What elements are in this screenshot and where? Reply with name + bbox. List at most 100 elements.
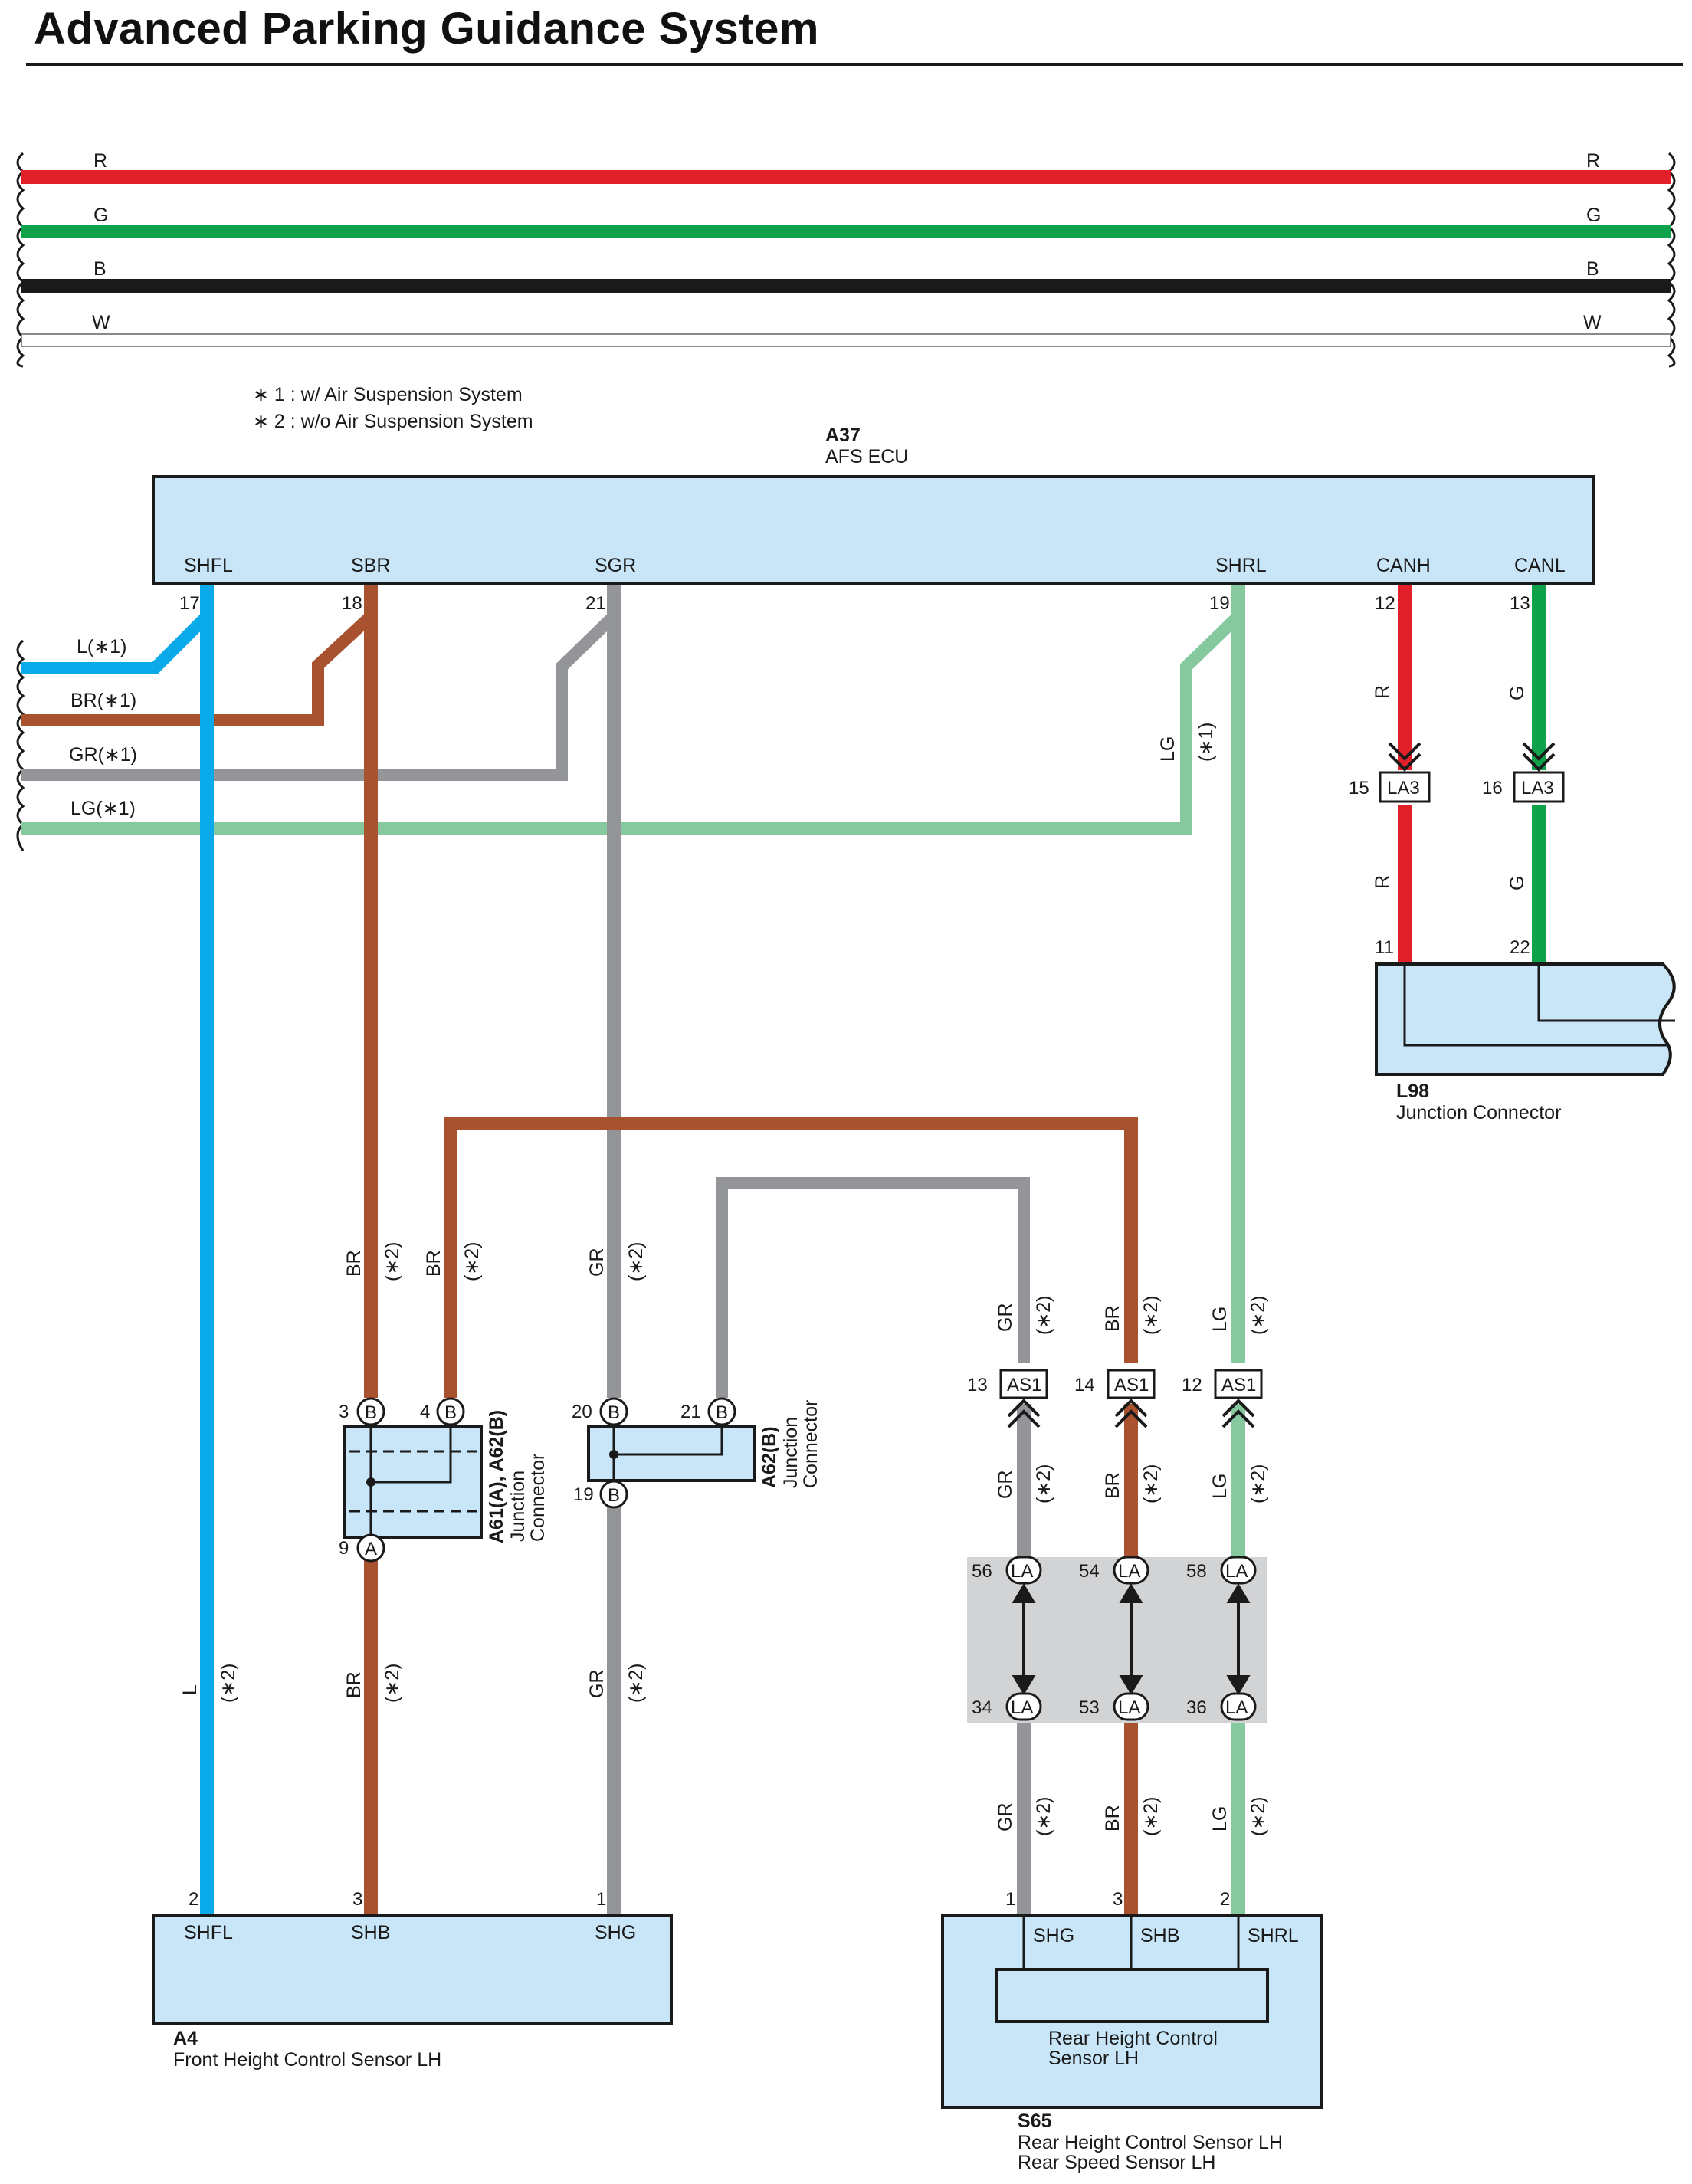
la-53-name: LA: [1118, 1697, 1140, 1718]
a37-term-canh: CANH: [1376, 555, 1431, 576]
label-g-canl-2: G: [1507, 876, 1528, 890]
s65-name: Rear Height Control Sensor LH: [1018, 2132, 1283, 2153]
a62-pin-21-letter: B: [716, 1402, 728, 1423]
label-star2-br-as1-top: (∗2): [1140, 1295, 1162, 1335]
a62-pin-19-letter: B: [608, 1485, 620, 1506]
a61-line2: Junction: [507, 1471, 529, 1542]
label-star2-sbr-lower: (∗2): [382, 1663, 403, 1703]
a4-code: A4: [173, 2028, 198, 2049]
label-star2-lg-as1-bottom: (∗2): [1248, 1464, 1269, 1504]
a37-name: AFS ECU: [825, 446, 908, 467]
label-star2-sgr-lower: (∗2): [625, 1663, 647, 1703]
label-star2-lg-la-s65: (∗2): [1248, 1796, 1269, 1836]
bus-label-g-left: G: [93, 205, 108, 226]
a37-afs-ecu: A37 AFS ECU SHFL SBR SGR SHRL CANH CANL …: [152, 425, 1595, 614]
s65-rear-height-sensor: 1 3 2 SHG SHB SHRL Rear Height Control S…: [941, 1889, 1323, 2173]
as1-lg-pin: 12: [1182, 1375, 1202, 1395]
a37-term-shrl: SHRL: [1215, 555, 1267, 576]
la3-canl-pin: 16: [1482, 778, 1503, 799]
wire-lg-left-stub: [21, 612, 1243, 835]
as1-br-name: AS1: [1114, 1375, 1149, 1395]
a37-code: A37: [825, 425, 861, 446]
a4-pin-1: 1: [596, 1889, 606, 1910]
l98-pin-22: 22: [1510, 937, 1530, 958]
l98-code: L98: [1396, 1081, 1429, 1102]
a61-pin-3-circle: [356, 1397, 385, 1426]
left-stub-break-marks: [16, 639, 25, 851]
label-star2-lg-as1-top: (∗2): [1248, 1295, 1269, 1335]
la3-connector-canl: LA3 16: [1482, 742, 1565, 803]
bus-label-w-left: W: [92, 312, 110, 333]
label-r-canh-2: R: [1372, 875, 1393, 889]
a61-pin-4-letter: B: [444, 1402, 457, 1423]
page-title: Advanced Parking Guidance System: [34, 4, 819, 54]
stub-label-br: BR(∗1): [70, 690, 136, 711]
label-star2-gr-as1-bottom: (∗2): [1033, 1464, 1054, 1504]
a4-term-shg: SHG: [595, 1922, 636, 1943]
s65-term-shb: SHB: [1140, 1925, 1179, 1946]
a61-pin-4-circle: [436, 1397, 465, 1426]
note-1: ∗ 1 : w/ Air Suspension System: [253, 384, 523, 405]
label-star2-br-la-s65: (∗2): [1140, 1796, 1162, 1836]
s65-code: S65: [1018, 2110, 1052, 2132]
a61-code: A61(A), A62(B): [486, 1410, 507, 1543]
s65-term-shg: SHG: [1033, 1925, 1074, 1946]
l98-name: Junction Connector: [1396, 1102, 1561, 1123]
a62-pin-20-letter: B: [608, 1402, 620, 1423]
a61-pin-9: 9: [339, 1538, 349, 1559]
label-lg-la-s65: LG: [1209, 1806, 1231, 1831]
la-36-name: LA: [1225, 1697, 1248, 1718]
a61-pin-4: 4: [420, 1402, 430, 1422]
bus-label-b-left: B: [93, 258, 107, 280]
label-star2-gr-la-s65: (∗2): [1033, 1796, 1054, 1836]
label-br-as1-top: BR: [1102, 1305, 1123, 1332]
a37-term-sbr: SBR: [351, 555, 390, 576]
a37-pin-19: 19: [1209, 593, 1230, 614]
la-54-name: LA: [1118, 1561, 1140, 1582]
la-56-pin: 56: [972, 1561, 992, 1582]
as1-br-pin: 14: [1074, 1375, 1095, 1395]
as1-connector-gr: AS1 13: [967, 1369, 1048, 1428]
label-lg-shrl: LG: [1157, 736, 1179, 762]
as1-gr-pin: 13: [967, 1375, 988, 1395]
label-gr-as1-top: GR: [995, 1304, 1016, 1333]
a37-pin-12: 12: [1375, 593, 1395, 614]
label-br-loop: BR: [423, 1250, 444, 1277]
label-lg-as1-bottom: LG: [1209, 1474, 1231, 1499]
a37-pin-13: 13: [1510, 593, 1530, 614]
label-br-sbr-upper: BR: [343, 1250, 365, 1277]
a61-line3: Connector: [527, 1454, 549, 1542]
label-star2-sgr-upper: (∗2): [625, 1241, 647, 1281]
a4-term-shb: SHB: [351, 1922, 390, 1943]
la-54-pin: 54: [1079, 1561, 1100, 1582]
label-br-sbr-lower: BR: [343, 1671, 365, 1698]
a4-term-shfl: SHFL: [184, 1922, 233, 1943]
la-top-row: LA 56 LA 54 LA 58: [972, 1556, 1257, 1585]
as1-lg-name: AS1: [1221, 1375, 1256, 1395]
label-lg-as1-top: LG: [1209, 1307, 1231, 1332]
a62-pin-20-circle: [599, 1397, 628, 1426]
a62-pin-21-circle: [707, 1397, 736, 1426]
label-l-shfl: L: [179, 1684, 201, 1695]
a37-pin-18: 18: [342, 593, 362, 614]
a37-pin-17: 17: [179, 593, 200, 614]
la-53-pin: 53: [1079, 1697, 1100, 1718]
la3-canh-pin: 15: [1349, 778, 1369, 799]
label-star1-shrl: (∗1): [1195, 722, 1217, 762]
a61-pin-3: 3: [339, 1402, 349, 1422]
wire-br-left-stub: [21, 612, 375, 726]
wire-gr-left-stub: [21, 612, 618, 781]
la-34-name: LA: [1011, 1697, 1033, 1718]
a4-name: Front Height Control Sensor LH: [173, 2049, 441, 2071]
l98-pin-11: 11: [1375, 937, 1394, 958]
a4-pin-2: 2: [189, 1889, 198, 1910]
bus-wire-w: [21, 333, 1671, 347]
bus-label-w-right: W: [1583, 312, 1602, 333]
la-58-pin: 58: [1186, 1561, 1207, 1582]
stub-label-l: L(∗1): [77, 636, 126, 657]
s65-inner-line2: Sensor LH: [1048, 2048, 1139, 2069]
label-r-canh-1: R: [1372, 685, 1393, 699]
stub-label-lg: LG(∗1): [70, 798, 136, 819]
label-star2-shfl: (∗2): [218, 1663, 239, 1703]
